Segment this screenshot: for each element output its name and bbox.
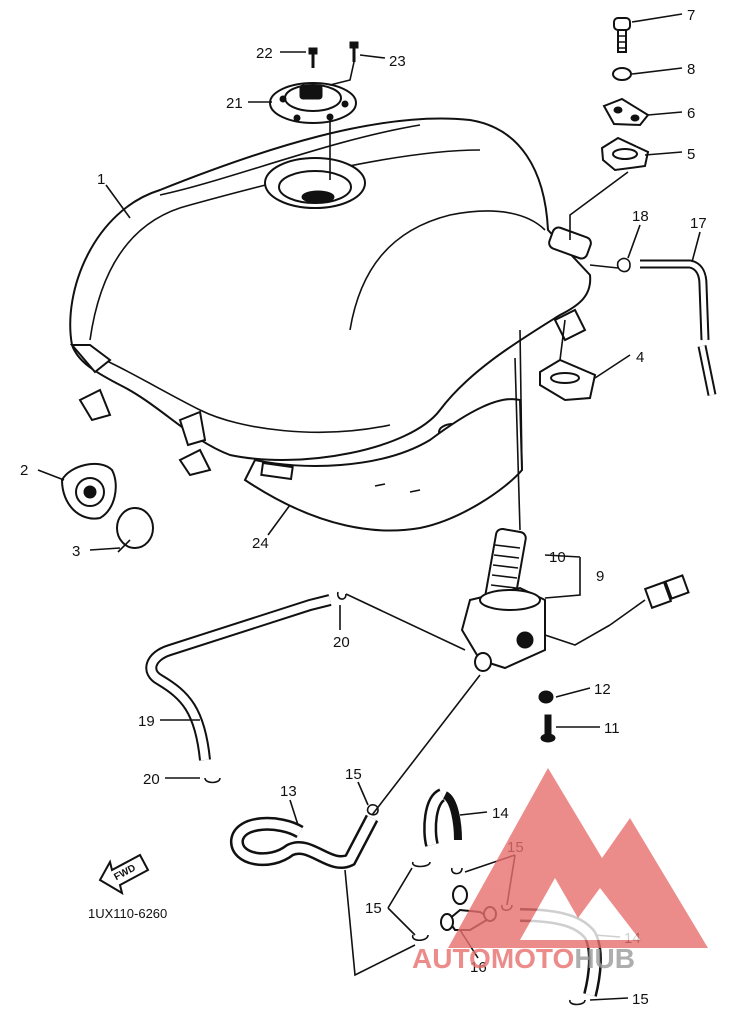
front-cap-2 [60, 462, 117, 520]
fuel-cock-assembly [460, 527, 690, 672]
bolt-11 [540, 714, 556, 743]
callout-19: 19 [138, 713, 155, 730]
callout-11: 11 [604, 720, 620, 737]
damper-4 [539, 319, 597, 402]
callout-6: 6 [687, 105, 695, 122]
callout-13: 13 [280, 783, 297, 800]
callout-15-b: 15 [365, 900, 382, 917]
callout-20-upper: 20 [333, 634, 350, 651]
leader-5-to-tank [569, 171, 629, 240]
bolt-7 [613, 17, 631, 53]
callout-9: 9 [596, 568, 604, 585]
callout-21: 21 [226, 95, 243, 112]
callout-8: 8 [687, 61, 695, 78]
callout-4: 4 [636, 349, 644, 366]
cap-screw-22 [308, 47, 318, 68]
watermark-logo-icon [448, 768, 708, 948]
diagram-code: 1UX110-6260 [88, 906, 167, 921]
callout-3: 3 [72, 543, 80, 560]
tank-cap [269, 82, 357, 180]
fuel-tank [69, 117, 592, 477]
callout-7: 7 [687, 7, 695, 24]
cap-screw-23 [329, 41, 359, 86]
washer-plate-6 [602, 97, 650, 127]
automotohub-watermark: AUTOMOTOHUB [412, 768, 708, 974]
clip-3 [116, 507, 154, 553]
fwd-arrow-icon: FWD [98, 853, 150, 896]
clip-18 [589, 257, 631, 273]
watermark-text-moto: MOTO [491, 943, 574, 974]
callout-17: 17 [690, 215, 707, 232]
callout-5: 5 [687, 146, 695, 163]
clip-20-lower [204, 777, 221, 784]
callout-23: 23 [389, 53, 406, 70]
callout-16: 16 [470, 959, 487, 976]
fuel-hose-19 [145, 594, 332, 761]
breather-hose-17 [640, 259, 717, 396]
callout-10: 10 [549, 549, 566, 566]
clip-15-e [569, 999, 586, 1006]
callout-1: 1 [97, 171, 105, 188]
watermark-text: AUTOMOTOHUB [412, 943, 635, 974]
clip-15-d [411, 934, 429, 942]
watermark-text-hub: HUB [574, 943, 635, 974]
clip-15-a [366, 804, 379, 816]
callout-20-lower: 20 [143, 771, 160, 788]
nut-12 [538, 690, 554, 704]
callout-2: 2 [20, 462, 28, 479]
hose-13 [230, 674, 481, 977]
callout-14-upper: 14 [492, 805, 509, 822]
clip-15-c [451, 867, 463, 875]
callout-15-d: 15 [632, 991, 649, 1008]
watermark-text-auto: AUTO [412, 943, 491, 974]
damper-5 [600, 136, 650, 172]
callout-22: 22 [256, 45, 273, 62]
hose-14-upper [423, 788, 462, 847]
leader-lines [37, 13, 701, 1001]
callout-12: 12 [594, 681, 611, 698]
callouts: 1 2 3 4 5 6 7 8 9 10 11 12 13 14 14 15 1… [20, 7, 707, 1008]
callout-18: 18 [632, 208, 649, 225]
callout-24: 24 [252, 535, 269, 552]
collar-8 [612, 67, 632, 81]
callout-15-a: 15 [345, 766, 362, 783]
clip-15-b [412, 861, 431, 868]
leader-cock-to-tank [514, 329, 523, 531]
clip-20-upper [336, 591, 466, 651]
